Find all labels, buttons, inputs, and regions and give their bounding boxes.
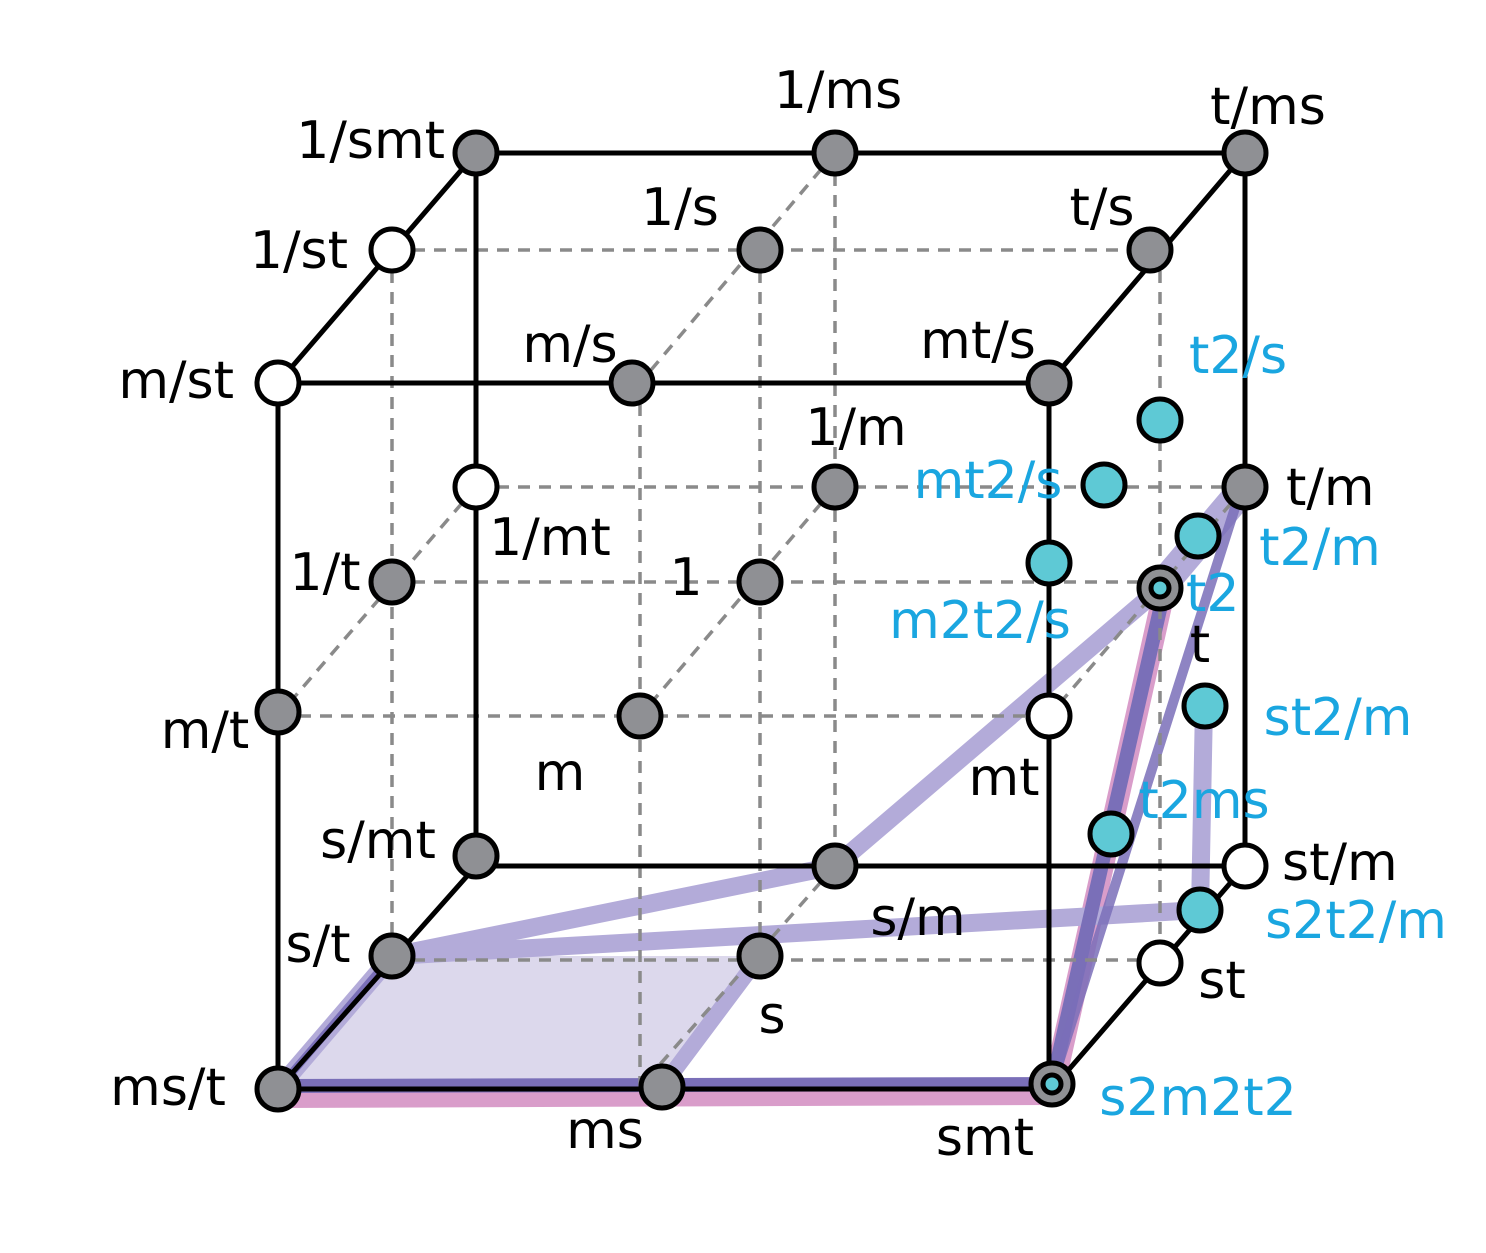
label-t2: t2 (1186, 564, 1239, 624)
node-1-over-t (368, 558, 416, 606)
light-purple-path-b (383, 696, 1213, 965)
label-m-over-s: m/s (522, 315, 617, 375)
label-t-over-s: t/s (1070, 178, 1135, 238)
label-st: st (1198, 951, 1245, 1011)
light-purple-path-c (654, 948, 768, 1095)
node-mt-over-s (1025, 359, 1073, 407)
label-smt: smt (936, 1108, 1034, 1168)
node-s (736, 932, 784, 980)
label-1-over-t: 1/t (290, 543, 361, 603)
label-t2ms: t2ms (1138, 771, 1269, 831)
label-s2m2t2: s2m2t2 (1099, 1068, 1296, 1128)
node-t-over-ms (1221, 129, 1269, 177)
label-mt: mt (968, 748, 1039, 808)
label-s-over-mt: s/mt (320, 811, 436, 871)
label-1-over-ms: 1/ms (774, 61, 902, 121)
node-t-over-s (1126, 226, 1174, 274)
label-m-over-st: m/st (118, 351, 234, 411)
node-s2t2-over-m (1176, 886, 1224, 934)
node-s-over-t (368, 932, 416, 980)
node-t2ms (1087, 810, 1135, 858)
node-1-over-ms (811, 129, 859, 177)
label-mt-over-s: mt/s (920, 311, 1036, 371)
label-m2t2-over-s: m2t2/s (889, 591, 1071, 651)
label-ms: ms (566, 1101, 644, 1161)
label-t2-over-m: t2/m (1259, 518, 1381, 578)
label-st-over-m: st/m (1282, 833, 1398, 893)
node-ms-over-t (254, 1065, 302, 1113)
node-m-over-t (254, 688, 302, 736)
node-mt (1025, 692, 1073, 740)
node-t2-over-m (1174, 512, 1222, 560)
label-s-over-t: s/t (286, 915, 351, 975)
label-s2t2-over-m: s2t2/m (1265, 891, 1447, 951)
node-1-over-m (811, 463, 859, 511)
node-1-over-smt (452, 129, 500, 177)
shaded-region (278, 956, 760, 1089)
node-m2t2-over-s (1025, 539, 1073, 587)
node-m-over-st (254, 359, 302, 407)
label-m-over-t: m/t (161, 701, 250, 761)
nodes-layer (254, 129, 1269, 1113)
node-s-over-mt (452, 832, 500, 880)
label-s-over-m: s/m (870, 888, 965, 948)
node-st-over-m (1221, 842, 1269, 890)
node-t2-over-s (1136, 396, 1184, 444)
label-t-over-ms: t/ms (1210, 77, 1326, 137)
label-s: s (758, 986, 785, 1046)
node-1-over-st (368, 226, 416, 274)
label-st2-over-m: st2/m (1264, 688, 1413, 748)
node-st2-over-m (1181, 682, 1229, 730)
node-m-over-s (608, 359, 656, 407)
node-t-over-m (1221, 463, 1269, 511)
label-1-over-s: 1/s (641, 178, 719, 238)
label-1-over-st: 1/st (250, 221, 348, 281)
label-mt2-over-s: mt2/s (914, 451, 1063, 511)
node-mt2-over-s (1080, 461, 1128, 509)
dark-purple-path-top (1047, 487, 1245, 1089)
label-m: m (535, 743, 586, 803)
node-1-over-mt (452, 463, 500, 511)
label-t2-over-s: t2/s (1189, 326, 1287, 386)
node-1 (736, 558, 784, 606)
label-t-over-m: t/m (1286, 458, 1375, 518)
node-s2m2t2 (1040, 1072, 1064, 1096)
node-ms (638, 1063, 686, 1111)
label-1-over-mt: 1/mt (489, 508, 611, 568)
label-t: t (1190, 615, 1210, 675)
node-st (1136, 939, 1184, 987)
node-t2 (1148, 576, 1172, 600)
label-1: 1 (669, 548, 702, 608)
node-s-over-m (811, 842, 859, 890)
label-1-over-m: 1/m (805, 398, 906, 458)
label-1-over-smt: 1/smt (296, 111, 445, 171)
node-m (616, 692, 664, 740)
label-ms-over-t: ms/t (110, 1058, 226, 1118)
node-1-over-s (736, 226, 784, 274)
